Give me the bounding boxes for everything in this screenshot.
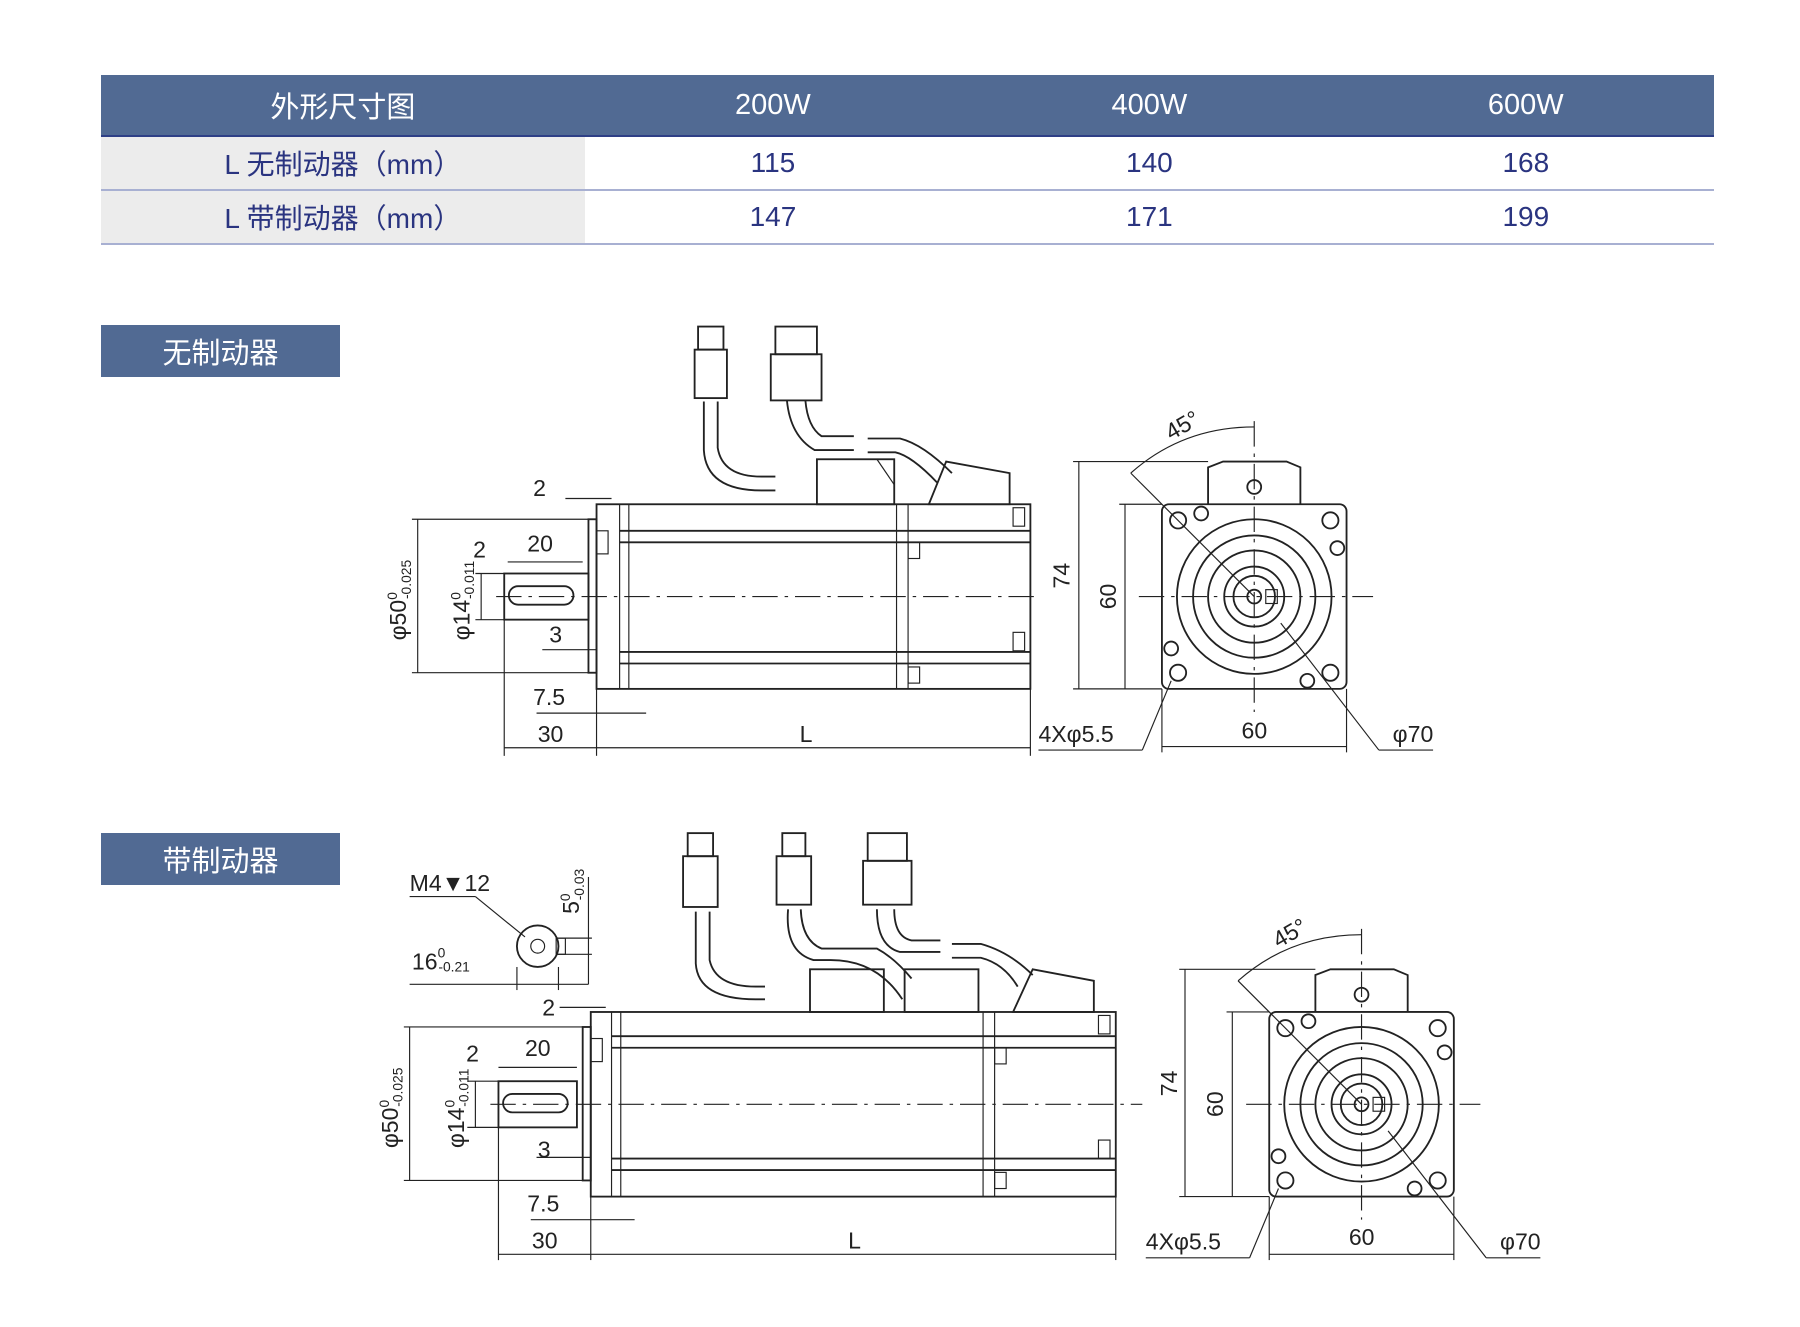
dim-phi70: φ70 (1393, 721, 1434, 747)
encoder-connector (862, 832, 1095, 1013)
end-view-no-brake: 74 60 45° 4Xφ5.5 60 φ70 (1038, 405, 1434, 753)
dim-2b: 2 (466, 1041, 479, 1067)
dim-L: L (800, 721, 813, 747)
side-view-brake: M4▼12 160-0.21 50-0.03 2 20 2 3 7.5 30 L… (376, 832, 1143, 1261)
dim-3: 3 (538, 1136, 551, 1162)
cell: 115 (750, 147, 796, 178)
table-row: L 带制动器（mm） 147 171 199 (101, 191, 1714, 245)
dim-60v: 60 (1202, 1091, 1228, 1117)
dim-holes: 4Xφ5.5 (1146, 1229, 1221, 1255)
power-connector (682, 832, 885, 1013)
header-400w: 400W (1111, 88, 1188, 121)
keyway (502, 1092, 569, 1114)
dim-holes: 4Xφ5.5 (1038, 721, 1113, 747)
power-connector (693, 325, 896, 506)
end-view-brake: 74 60 45° 4Xφ5.5 60 φ70 (1145, 913, 1541, 1261)
dim-7-5: 7.5 (527, 1191, 559, 1217)
dim-phi70: φ70 (1500, 1229, 1541, 1255)
header-200w: 200W (735, 88, 811, 121)
dim-60h: 60 (1242, 718, 1268, 744)
dim-key16: 160-0.21 (412, 945, 470, 975)
header-title: 外形尺寸图 (270, 92, 416, 124)
dim-74: 74 (1156, 1070, 1182, 1096)
encoder-connector (769, 325, 1011, 506)
dim-74: 74 (1049, 563, 1075, 589)
dim-30: 30 (532, 1228, 558, 1254)
dim-m4: M4▼12 (410, 870, 491, 896)
dimension-table: 外形尺寸图 200W 400W 600W L 无制动器（mm） 115 140 … (101, 75, 1714, 245)
dim-phi50: φ500-0.025 (376, 1067, 406, 1148)
cell: 140 (1126, 147, 1173, 178)
cell: 171 (1126, 201, 1173, 232)
dim-7-5: 7.5 (533, 684, 565, 710)
dim-phi14: φ140-0.011 (442, 1068, 472, 1148)
row-label: L 无制动器（mm） (101, 137, 585, 189)
section-label-no-brake: 无制动器 (101, 325, 340, 377)
dim-20: 20 (525, 1035, 551, 1061)
dim-phi50: φ500-0.025 (384, 560, 414, 641)
dim-30: 30 (538, 721, 564, 747)
dim-2b: 2 (473, 536, 486, 562)
dim-phi14: φ140-0.011 (447, 561, 477, 641)
dim-2: 2 (533, 475, 546, 501)
dim-L: L (848, 1228, 861, 1254)
row-label: L 带制动器（mm） (101, 191, 585, 243)
dim-20: 20 (527, 531, 553, 557)
header-600w: 600W (1487, 88, 1564, 121)
side-view-no-brake: 2 20 2 3 7.5 30 L φ500-0.025 φ140-0.011 (384, 325, 1039, 756)
dim-key5: 50-0.03 (557, 868, 587, 913)
brake-connector (775, 832, 980, 1013)
table-header: 外形尺寸图 200W 400W 600W (101, 75, 1714, 137)
dim-60h: 60 (1349, 1224, 1375, 1250)
keyway-section: M4▼12 160-0.21 50-0.03 (409, 868, 592, 991)
dim-60v: 60 (1095, 584, 1121, 610)
section-label-brake: 带制动器 (101, 833, 340, 885)
table-row: L 无制动器（mm） 115 140 168 (101, 137, 1714, 191)
dim-45deg: 45° (1268, 913, 1311, 953)
cell: 147 (749, 201, 797, 232)
keyway (507, 585, 575, 606)
dim-2: 2 (542, 994, 555, 1020)
cell: 199 (1502, 201, 1550, 232)
dim-45deg: 45° (1161, 405, 1204, 445)
dim-3: 3 (549, 622, 562, 648)
cell: 168 (1502, 147, 1550, 178)
